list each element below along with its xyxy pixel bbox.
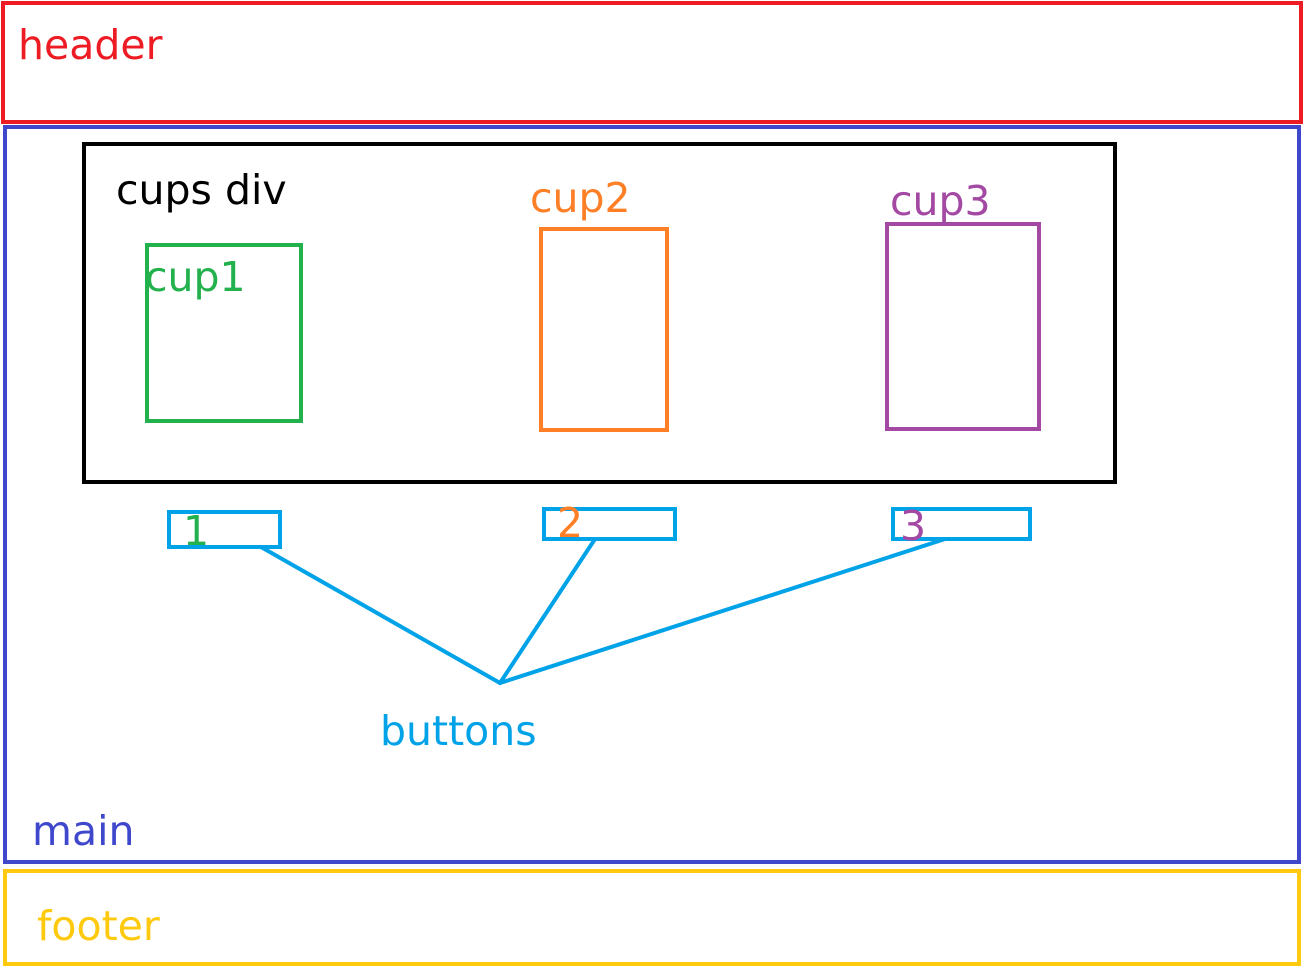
cup1-label: cup1 (145, 253, 246, 301)
button-1-box (167, 510, 282, 549)
connector-line-1 (259, 545, 502, 685)
footer-box (3, 869, 1301, 966)
button-2-label: 2 (557, 499, 584, 547)
cup3-box (885, 222, 1041, 431)
button-2-box (542, 507, 677, 541)
cup1-box (145, 243, 303, 423)
cup3-label: cup3 (890, 177, 991, 225)
header-box (1, 1, 1303, 124)
cups-div-label: cups div (116, 166, 287, 214)
button-1-label: 1 (183, 507, 210, 555)
cup2-label: cup2 (530, 174, 631, 222)
connector-line-2 (498, 537, 597, 685)
button-3-label: 3 (900, 502, 927, 550)
connector-line-3 (498, 537, 947, 685)
cups-div-box (82, 142, 1117, 484)
footer-label: footer (37, 902, 160, 950)
header-label: header (18, 21, 163, 69)
buttons-label: buttons (380, 707, 537, 755)
main-label: main (32, 807, 135, 855)
cup2-box (539, 227, 669, 432)
button-3-box (891, 507, 1032, 541)
main-box (3, 125, 1301, 864)
